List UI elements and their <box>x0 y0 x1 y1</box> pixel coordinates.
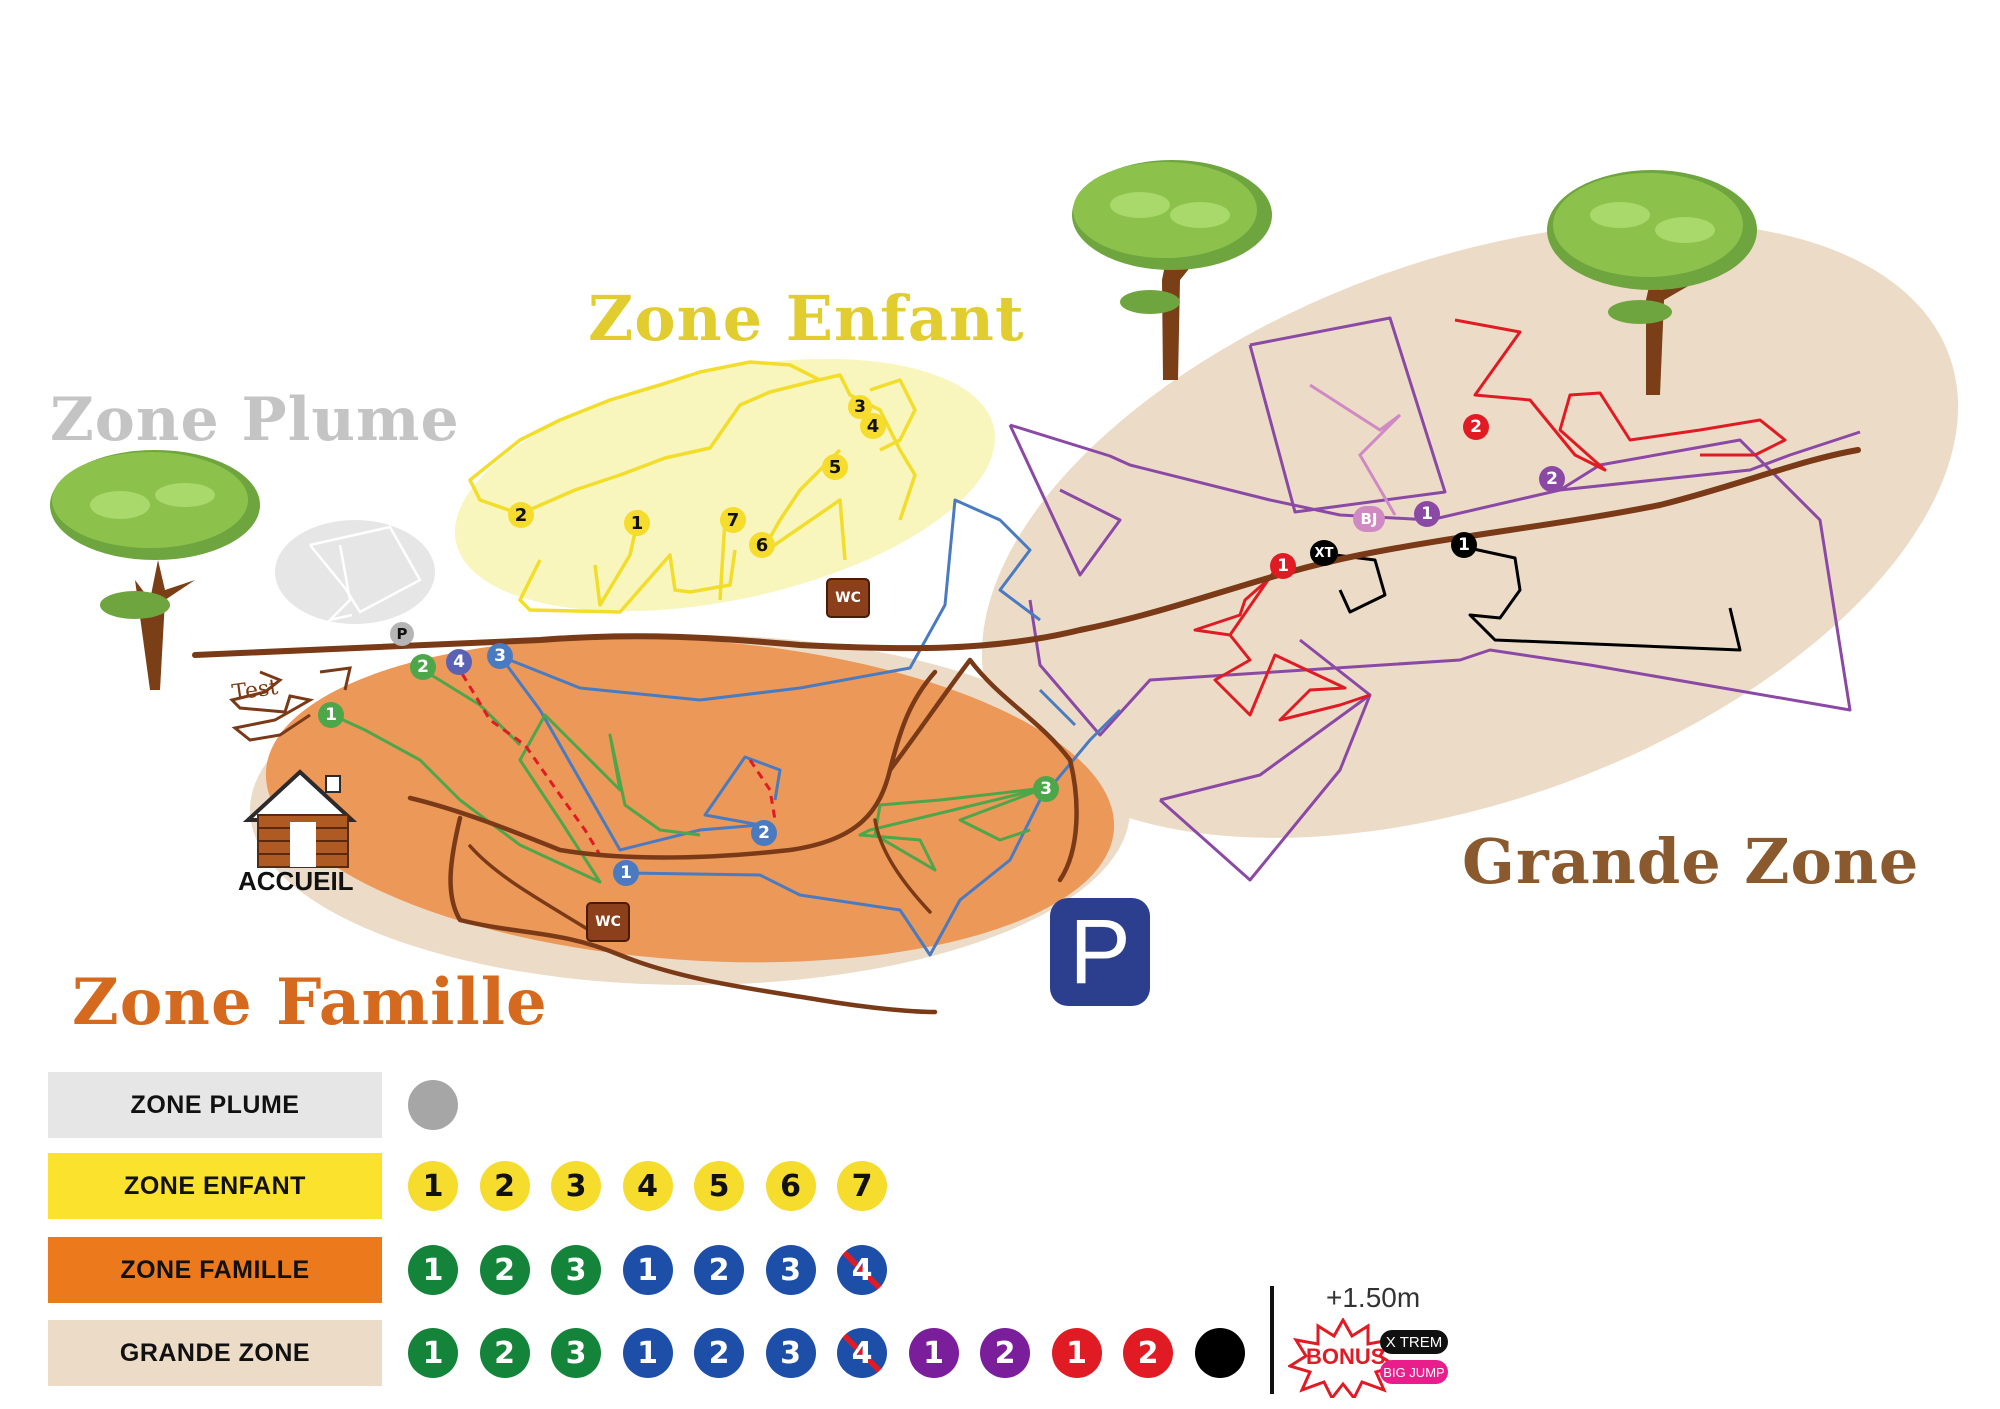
enfant-marker: 1 <box>624 510 650 536</box>
zone-plume-title: Zone Plume <box>50 385 460 455</box>
tree-icon <box>1072 160 1272 380</box>
famille-green-marker: 3 <box>1033 776 1059 802</box>
legend-course-badge: 4 <box>837 1245 887 1295</box>
wc-icon: WC <box>826 578 870 618</box>
enfant-marker: 5 <box>822 454 848 480</box>
grande-zone-area <box>981 222 1959 838</box>
legend-course-badge: 7 <box>837 1161 887 1211</box>
famille-blue-marker: 1 <box>613 860 639 886</box>
legend-course-badge: 3 <box>765 1245 816 1295</box>
legend-course-badge: 3 <box>765 1328 816 1378</box>
enfant-marker: 6 <box>749 532 775 558</box>
legend-course-badge: 5 <box>694 1161 744 1211</box>
legend-course-badge <box>1194 1328 1245 1378</box>
famille-green-marker: 1 <box>318 702 344 728</box>
big-jump-marker: BJ <box>1353 506 1385 532</box>
legend-course-badge: 4 <box>837 1328 887 1378</box>
legend-course-badge: 2 <box>1123 1328 1173 1378</box>
grande-purple-course <box>1008 316 1861 882</box>
enfant-marker: 7 <box>720 507 746 533</box>
legend-course-badge: 2 <box>980 1328 1030 1378</box>
accueil-label: ACCUEIL <box>238 866 354 896</box>
zone-grande-title: Grande Zone <box>1462 825 1920 898</box>
famille-blue-marker: 4 <box>446 649 472 675</box>
grande-red-marker: 2 <box>1463 414 1489 440</box>
grande-purple-marker: 2 <box>1539 466 1565 492</box>
famille-blue4-course <box>453 661 602 856</box>
legend-row: ZONE PLUME <box>48 1072 1448 1138</box>
zone-enfant-title: Zone Enfant <box>588 282 1025 355</box>
zone-famille-title: Zone Famille <box>72 965 548 1040</box>
tree-icon <box>50 450 260 690</box>
grande-black-course <box>1334 543 1742 652</box>
legend-course-badge: 4 <box>622 1161 673 1211</box>
enfant-marker: 2 <box>508 502 534 528</box>
small-parking-icon: P <box>390 622 414 646</box>
famille-green-course <box>329 666 1046 884</box>
legend-course-badge: 2 <box>479 1161 530 1211</box>
legend-divider <box>1270 1286 1274 1394</box>
test-track <box>229 666 352 742</box>
wc-icon: WC <box>586 902 630 942</box>
legend-course-badge: 2 <box>694 1245 744 1295</box>
xtrem-marker: XT <box>1310 540 1338 566</box>
legend-zone-label: GRANDE ZONE <box>48 1320 382 1386</box>
famille-green-marker: 2 <box>410 654 436 680</box>
legend-course-badge <box>408 1080 458 1130</box>
bonus-label: BONUS <box>1306 1344 1386 1369</box>
legend-course-badge: 1 <box>622 1245 673 1295</box>
legend-course-badge: 1 <box>1051 1328 1102 1378</box>
famille-blue2-dashed <box>748 759 777 821</box>
legend-zone-label: ZONE FAMILLE <box>48 1237 382 1303</box>
parking-icon: P <box>1050 898 1150 1006</box>
enfant-marker: 4 <box>860 413 886 439</box>
legend-course-badge: 1 <box>408 1161 458 1211</box>
tree-icon <box>1547 170 1757 395</box>
legend-course-badge: 6 <box>765 1161 816 1211</box>
big-jump-course <box>1309 383 1402 516</box>
legend-course-badge: 2 <box>479 1245 530 1295</box>
legend-zone-label: ZONE ENFANT <box>48 1153 382 1219</box>
legend-course-badge: 1 <box>908 1328 959 1378</box>
accueil-cabin-icon <box>242 769 358 868</box>
legend-course-badge: 3 <box>551 1245 601 1295</box>
famille-blue-marker: 3 <box>487 643 513 669</box>
plume-zone-area <box>275 520 435 624</box>
legend-course-badge: 1 <box>408 1245 458 1295</box>
famille-blue-course <box>498 498 1122 957</box>
famille-blue-marker: 2 <box>751 820 777 846</box>
legend-course-badge: 3 <box>551 1328 601 1378</box>
grande-purple-marker: 1 <box>1414 501 1440 527</box>
legend-course-badge: 1 <box>408 1328 458 1378</box>
legend-zone-label: ZONE PLUME <box>48 1072 382 1138</box>
plume-course <box>309 525 422 623</box>
grande-black-marker: 1 <box>1451 532 1477 558</box>
bigjump-badge: BIG JUMP <box>1380 1360 1448 1384</box>
legend-course-badge: 1 <box>622 1328 673 1378</box>
bonus-height-note: +1.50m <box>1326 1282 1421 1313</box>
legend-course-badge: 2 <box>694 1328 744 1378</box>
legend-course-badge: 2 <box>479 1328 530 1378</box>
legend-course-badge: 3 <box>551 1161 601 1211</box>
xtrem-badge: X TREM <box>1380 1330 1448 1354</box>
main-trail <box>192 447 1861 1015</box>
grande-red-marker: 1 <box>1270 553 1296 579</box>
